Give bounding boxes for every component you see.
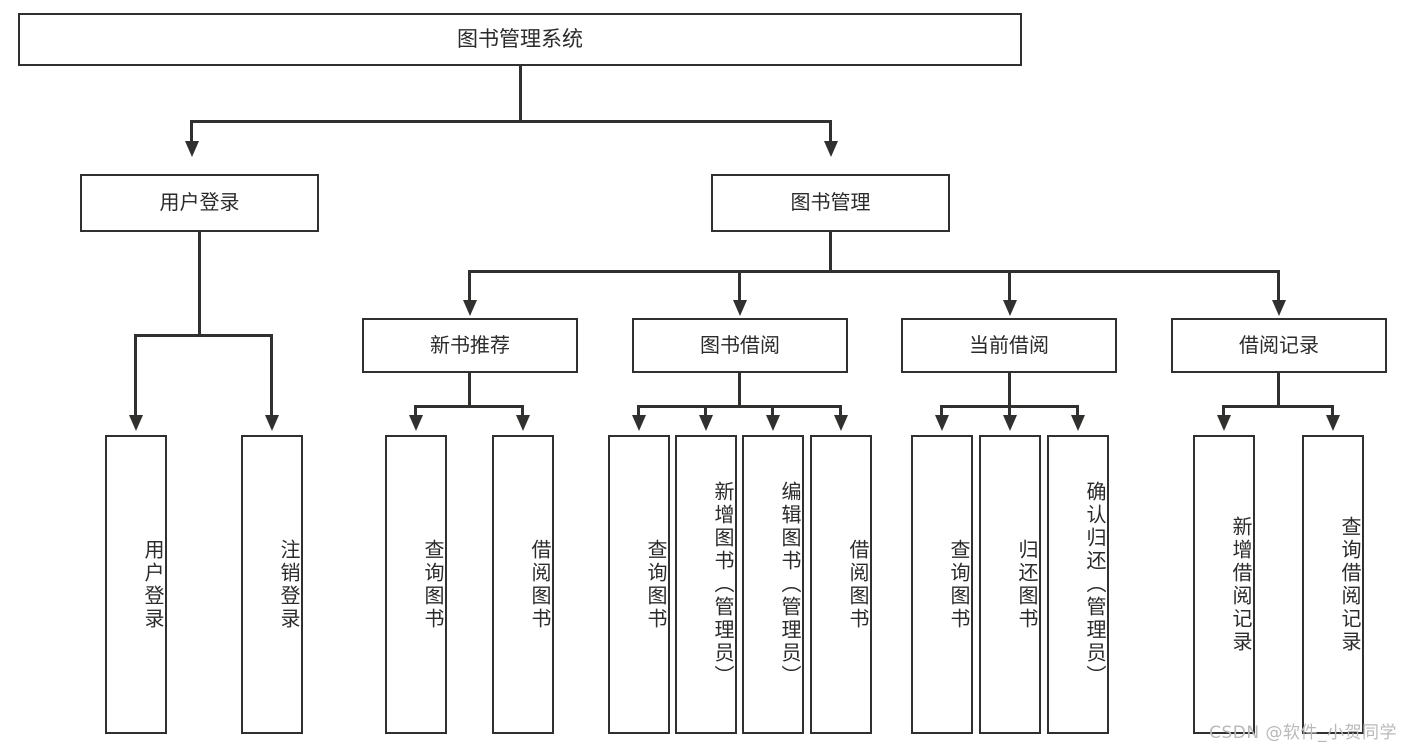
node-leaf-query-book-2[interactable]: 查询图书 — [608, 435, 670, 734]
arrow-to-book-manage — [824, 141, 838, 157]
node-leaf-user-logout-label: 注销登录 — [277, 538, 301, 631]
arrow-to-leaf-borrow-book-1 — [516, 415, 530, 431]
arrow-to-leaf-query-book-3 — [935, 415, 949, 431]
csdn-watermark: CSDN @软件_小贺同学 — [1209, 723, 1397, 743]
node-leaf-user-logout[interactable]: 注销登录 — [241, 435, 303, 734]
node-leaf-edit-book[interactable]: 编辑图书（管理员） — [742, 435, 804, 734]
node-root-label: 图书管理系统 — [457, 27, 583, 52]
node-leaf-confirm-return[interactable]: 确认归还（管理员） — [1047, 435, 1109, 734]
connector-user-login-drop-1 — [134, 334, 137, 418]
connector-level2-drop-borrow-record — [1277, 270, 1280, 302]
node-leaf-edit-book-label: 编辑图书（管理员） — [778, 481, 802, 688]
arrow-to-leaf-query-record — [1326, 415, 1340, 431]
node-leaf-query-book-3-label: 查询图书 — [947, 538, 971, 631]
node-leaf-borrow-book-1-label: 借阅图书 — [528, 538, 552, 631]
node-book-manage[interactable]: 图书管理 — [711, 174, 950, 232]
node-leaf-user-login[interactable]: 用户登录 — [105, 435, 167, 734]
arrow-to-leaf-user-logout — [265, 415, 279, 431]
connector-level1-bus — [190, 120, 832, 123]
connector-borrow-record-stem — [1277, 373, 1280, 407]
node-borrow-record-label: 借阅记录 — [1239, 332, 1319, 357]
node-user-login[interactable]: 用户登录 — [80, 174, 319, 232]
connector-borrow-record-drop-2 — [1331, 405, 1334, 419]
connector-level2-drop-new-book-recommend — [468, 270, 471, 302]
node-leaf-query-record[interactable]: 查询借阅记录 — [1302, 435, 1364, 734]
connector-user-login-stem — [198, 232, 201, 336]
connector-current-borrow-stem — [1008, 373, 1011, 407]
node-leaf-query-book-2-label: 查询图书 — [644, 538, 668, 631]
connector-level1-drop-user-login — [190, 120, 193, 144]
connector-current-borrow-drop-3 — [1076, 405, 1079, 419]
connector-new-book-recommend-stem — [468, 373, 471, 407]
node-user-login-label: 用户登录 — [159, 190, 240, 215]
connector-book-borrow-drop-3 — [771, 405, 774, 419]
node-borrow-record[interactable]: 借阅记录 — [1171, 318, 1387, 373]
connector-level2-drop-current-borrow — [1008, 270, 1011, 302]
node-leaf-return-book[interactable]: 归还图书 — [979, 435, 1041, 734]
connector-book-borrow-drop-1 — [637, 405, 640, 419]
node-leaf-user-login-label: 用户登录 — [141, 538, 165, 631]
node-leaf-add-book-label: 新增图书（管理员） — [711, 481, 735, 688]
node-leaf-add-record[interactable]: 新增借阅记录 — [1193, 435, 1255, 734]
node-leaf-query-book-1-label: 查询图书 — [421, 538, 445, 631]
connector-borrow-record-drop-1 — [1222, 405, 1225, 419]
connector-borrow-record-bus — [1222, 405, 1334, 408]
node-leaf-add-record-label: 新增借阅记录 — [1229, 515, 1253, 654]
connector-book-borrow-drop-4 — [839, 405, 842, 419]
node-leaf-query-book-3[interactable]: 查询图书 — [911, 435, 973, 734]
node-current-borrow-label: 当前借阅 — [969, 332, 1049, 357]
node-root[interactable]: 图书管理系统 — [18, 13, 1022, 66]
arrow-to-borrow-record — [1272, 300, 1286, 316]
connector-book-manage-stem — [829, 232, 832, 272]
arrow-to-book-borrow — [733, 300, 747, 316]
arrow-to-user-login — [185, 141, 199, 157]
connector-user-login-drop-2 — [270, 334, 273, 418]
node-book-manage-label: 图书管理 — [790, 190, 871, 215]
node-leaf-query-book-1[interactable]: 查询图书 — [385, 435, 447, 734]
arrow-to-leaf-borrow-book-2 — [834, 415, 848, 431]
connector-book-borrow-stem — [738, 373, 741, 407]
arrow-to-leaf-query-book-1 — [409, 415, 423, 431]
arrow-to-leaf-add-record — [1217, 415, 1231, 431]
connector-root-stem — [519, 66, 522, 122]
arrow-to-leaf-user-login — [129, 415, 143, 431]
connector-current-borrow-drop-2 — [1008, 405, 1011, 419]
node-leaf-return-book-label: 归还图书 — [1015, 538, 1039, 631]
node-leaf-borrow-book-1[interactable]: 借阅图书 — [492, 435, 554, 734]
connector-level2-drop-book-borrow — [738, 270, 741, 302]
connector-new-book-recommend-drop-1 — [414, 405, 417, 419]
arrow-to-leaf-confirm-return — [1071, 415, 1085, 431]
arrow-to-leaf-query-book-2 — [632, 415, 646, 431]
node-leaf-confirm-return-label: 确认归还（管理员） — [1083, 481, 1107, 688]
node-book-borrow[interactable]: 图书借阅 — [632, 318, 848, 373]
connector-new-book-recommend-drop-2 — [521, 405, 524, 419]
connector-current-borrow-drop-1 — [940, 405, 943, 419]
connector-book-borrow-bus — [637, 405, 842, 408]
connector-level2-bus — [468, 270, 1280, 273]
arrow-to-new-book-recommend — [463, 300, 477, 316]
node-leaf-borrow-book-2[interactable]: 借阅图书 — [810, 435, 872, 734]
node-current-borrow[interactable]: 当前借阅 — [901, 318, 1117, 373]
node-leaf-borrow-book-2-label: 借阅图书 — [846, 538, 870, 631]
arrow-to-leaf-edit-book — [766, 415, 780, 431]
node-leaf-query-record-label: 查询借阅记录 — [1338, 515, 1362, 654]
node-new-book-recommend[interactable]: 新书推荐 — [362, 318, 578, 373]
arrow-to-leaf-return-book — [1003, 415, 1017, 431]
node-new-book-recommend-label: 新书推荐 — [430, 332, 510, 357]
connector-new-book-recommend-bus — [414, 405, 524, 408]
connector-book-borrow-drop-2 — [704, 405, 707, 419]
node-book-borrow-label: 图书借阅 — [700, 332, 780, 357]
arrow-to-leaf-add-book — [699, 415, 713, 431]
node-leaf-add-book[interactable]: 新增图书（管理员） — [675, 435, 737, 734]
arrow-to-current-borrow — [1003, 300, 1017, 316]
connector-user-login-bus — [134, 334, 273, 337]
connector-level1-drop-book-manage — [829, 120, 832, 144]
